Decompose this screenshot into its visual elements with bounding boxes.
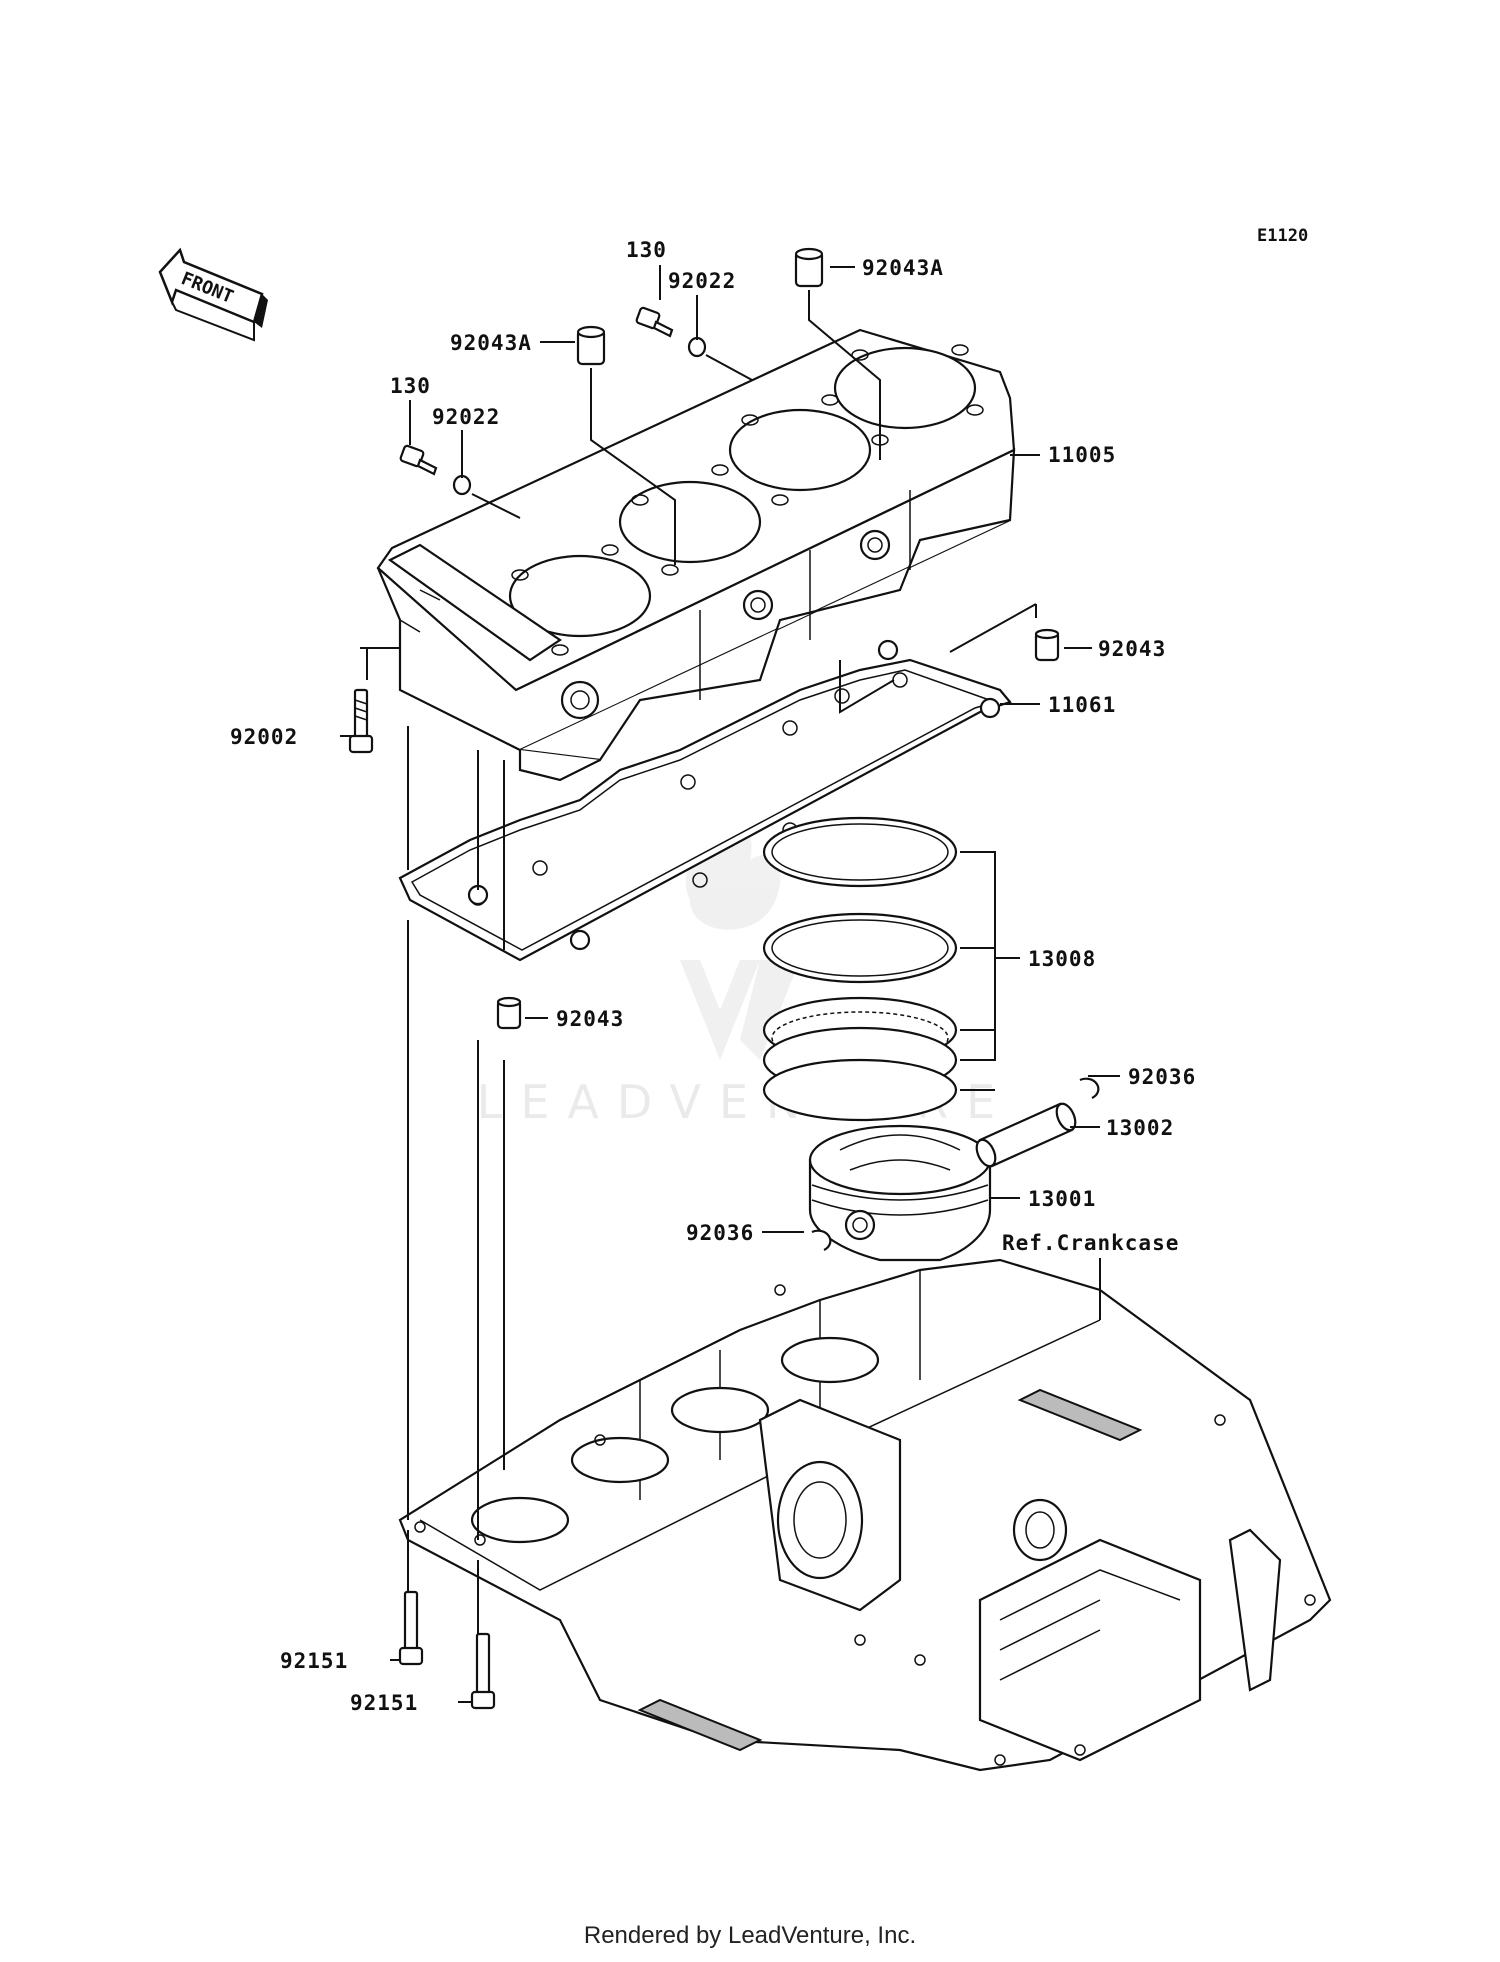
circlip-92036-left [811,1229,832,1251]
dowel-pin-92043A-left [576,325,606,366]
bolt-92151-a [398,1590,424,1666]
callout-92151-a: 92151 [280,1649,348,1673]
callout-92043-right: 92043 [1098,637,1166,661]
base-gasket-11061 [398,639,1012,962]
washer-92022-b [452,474,472,496]
washer-92022-a [687,336,707,358]
callout-92151-b: 92151 [350,1691,418,1715]
callout-13008: 13008 [1028,947,1096,971]
callout-92036-right: 92036 [1128,1065,1196,1089]
callout-92043A-left: 92043A [450,331,532,355]
crankcase-reference [398,1258,1332,1772]
callout-92022-b: 92022 [432,405,500,429]
callout-92043A-top: 92043A [862,256,944,280]
dowel-pin-92043-right [1034,628,1060,662]
piston-13001 [808,1124,992,1262]
callout-130-a: 130 [626,238,667,262]
leader-lines [340,265,1120,1703]
footer-credit: Rendered by LeadVenture, Inc. [583,1922,917,1949]
callout-11061: 11061 [1048,693,1116,717]
piston-pin-13002 [975,1102,1077,1168]
callout-92022-a: 92022 [668,269,736,293]
callout-92036-left: 92036 [686,1221,754,1245]
front-arrow-icon: FRONT [158,247,268,342]
callout-13001: 13001 [1028,1187,1096,1211]
callout-92002: 92002 [230,725,298,749]
cylinder-block-11005 [376,328,1016,782]
bolt-130-b [399,444,438,476]
callout-11005: 11005 [1048,443,1116,467]
bolt-92002 [348,688,374,754]
dowel-pin-92043A-top [794,247,824,288]
dowel-pin-92043-low [496,996,522,1030]
callout-92043-low: 92043 [556,1007,624,1031]
diagram-code: E1120 [1257,226,1308,246]
callout-13002: 13002 [1106,1116,1174,1140]
bolt-92151-b [470,1632,496,1710]
piston-rings-13008 [762,816,958,1122]
circlip-92036-right [1079,1077,1100,1099]
bolt-130-a [635,306,674,338]
callout-130-b: 130 [390,374,431,398]
callout-ref-crankcase: Ref.Crankcase [1002,1231,1179,1255]
